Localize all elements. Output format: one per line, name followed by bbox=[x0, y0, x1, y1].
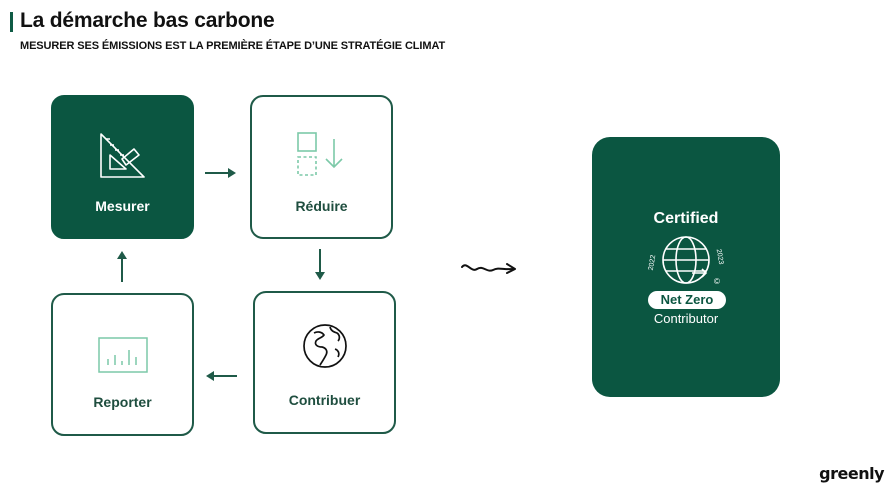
arrow-right-icon bbox=[205, 168, 236, 178]
arrow-up-icon bbox=[117, 251, 127, 282]
badge-year-right: 2023 bbox=[715, 248, 725, 265]
step-contribuer-label: Contribuer bbox=[288, 392, 361, 408]
badge-year-left: 2022 bbox=[648, 254, 658, 271]
bar-chart-icon bbox=[97, 337, 148, 373]
step-reporter: Reporter bbox=[51, 293, 194, 436]
globe-icon bbox=[302, 324, 347, 368]
badge-net-zero-pill: Net Zero bbox=[648, 291, 726, 309]
badge-copyright: © bbox=[714, 277, 720, 286]
badge-globe-icon: 2022 2023 © bbox=[648, 236, 725, 286]
page-title: La démarche bas carbone bbox=[20, 9, 275, 32]
step-mesurer-label: Mesurer bbox=[95, 198, 150, 214]
arrow-left-icon bbox=[206, 371, 237, 381]
set-square-ruler-icon bbox=[99, 133, 145, 178]
step-reduire: Réduire bbox=[250, 95, 393, 239]
net-zero-badge: Certified 2022 2023 © Net Zero Contribut… bbox=[592, 137, 780, 397]
badge-certified-text: Certified bbox=[653, 210, 719, 227]
wavy-arrow-icon bbox=[461, 263, 516, 274]
brand-logo: greenly bbox=[819, 464, 884, 483]
step-reporter-label: Reporter bbox=[93, 394, 152, 410]
badge-contributor-text: Contributor bbox=[653, 311, 719, 326]
page-subtitle: MESURER SES ÉMISSIONS EST LA PREMIÈRE ÉT… bbox=[20, 40, 446, 52]
title-accent-bar bbox=[10, 12, 13, 32]
step-reduire-label: Réduire bbox=[295, 198, 348, 214]
step-mesurer: Mesurer bbox=[51, 95, 194, 239]
reduce-squares-arrow-icon bbox=[296, 132, 343, 176]
arrow-down-icon bbox=[315, 249, 325, 280]
step-contribuer: Contribuer bbox=[253, 291, 396, 434]
